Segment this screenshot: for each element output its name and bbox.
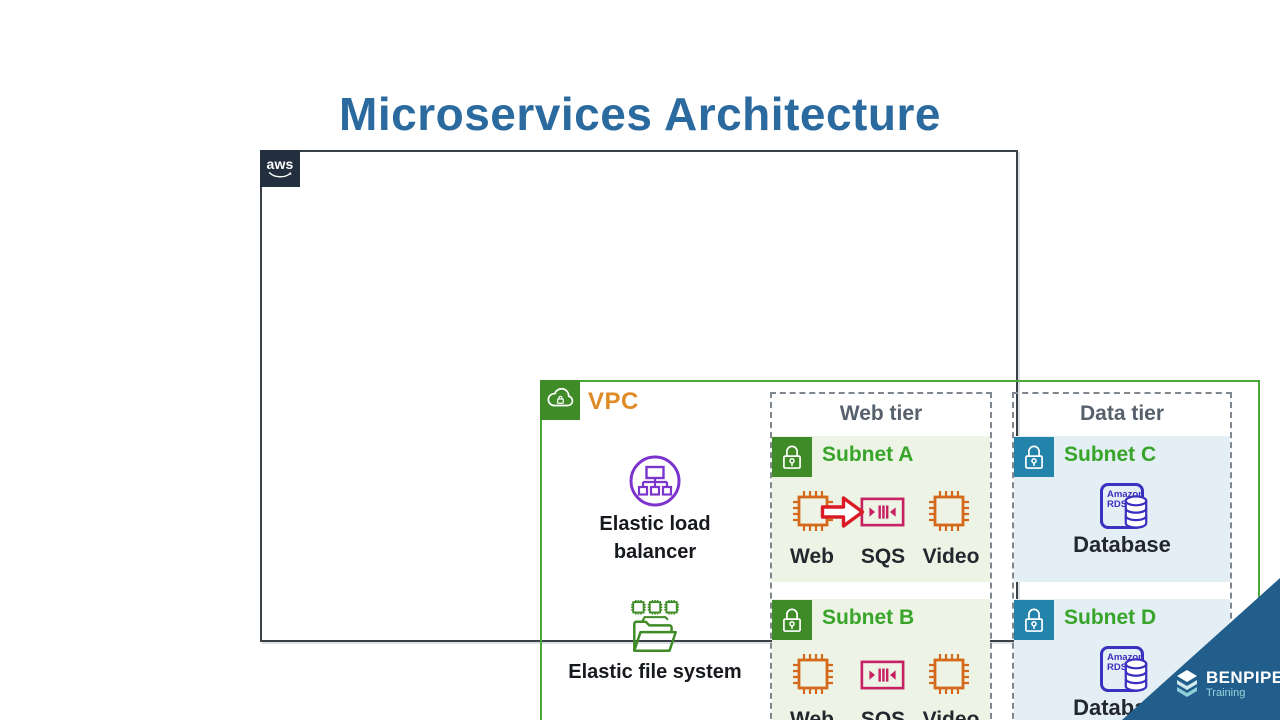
padlock-icon	[1017, 603, 1051, 637]
brand-tagline: Training	[1206, 687, 1246, 699]
database-cylinder-icon	[1123, 495, 1149, 529]
vpc-container: VPC Elastic load balancer Elastic file s…	[540, 380, 1260, 720]
rds-icon-text: Amazon	[1107, 652, 1144, 663]
subnet-lock-icon	[772, 437, 812, 477]
elastic-load-balancer-label: Elastic load balancer	[599, 513, 711, 563]
subnet-lock-icon	[1014, 600, 1054, 640]
padlock-icon	[1017, 440, 1051, 474]
rds-icon-text: Amazon	[1107, 489, 1144, 500]
service-label: Web	[790, 708, 834, 720]
service-label: Web	[790, 545, 834, 568]
subnet-c-name: Subnet C	[1064, 443, 1157, 466]
amazon-rds-icon: Amazon RDS	[1100, 646, 1144, 692]
subnet-b-panel: Subnet B Web SQS Video	[772, 599, 990, 720]
benpiper-chevron-icon	[1174, 670, 1200, 698]
data-tier-label: Data tier	[1079, 402, 1165, 425]
sqs-queue-icon	[860, 497, 905, 527]
cloud-lock-icon	[543, 383, 577, 417]
video-chip-icon	[927, 651, 971, 697]
subnet-a-panel: Subnet A Web SQS Video	[772, 436, 990, 582]
brand-text: BENPIPER Training	[1206, 668, 1280, 700]
web-tier-container: Web tier Subnet A Web SQS Video	[770, 392, 992, 720]
vpc-label: VPC	[588, 388, 639, 415]
service-label: Video	[922, 545, 980, 568]
brand-name: BENPIPER	[1206, 668, 1280, 687]
web-to-sqs-arrow-icon	[819, 493, 866, 531]
subnet-b-name: Subnet B	[822, 606, 915, 629]
aws-logo-text: aws	[266, 156, 294, 172]
database-label: Database	[1073, 532, 1171, 557]
brand-logo: BENPIPER Training	[1174, 669, 1280, 699]
web-tier-label: Web tier	[839, 402, 923, 425]
vpc-icon	[540, 380, 580, 420]
elastic-file-system-label: Elastic file system	[568, 661, 742, 683]
service-label: Video	[922, 708, 980, 720]
amazon-rds-icon: Amazon RDS	[1100, 483, 1144, 529]
elastic-load-balancer-icon	[628, 454, 682, 508]
page-title: Microservices Architecture	[339, 87, 941, 140]
web-chip-icon	[791, 651, 835, 697]
video-chip-icon	[927, 488, 971, 534]
sqs-queue-icon	[860, 660, 905, 690]
elastic-file-system-icon	[626, 599, 684, 657]
padlock-icon	[775, 603, 809, 637]
rds-icon-text: RDS	[1107, 662, 1128, 673]
aws-cloud-container: aws VPC Elastic load balancer Elastic fi…	[260, 150, 1260, 720]
subnet-lock-icon	[1014, 437, 1054, 477]
service-label: SQS	[860, 545, 906, 568]
aws-logo: aws	[260, 150, 300, 187]
subnet-c-panel: Subnet C Amazon RDS Database	[1014, 436, 1230, 582]
subnet-lock-icon	[772, 600, 812, 640]
service-label: SQS	[860, 708, 906, 720]
rds-icon-text: RDS	[1107, 499, 1128, 510]
aws-smile-icon	[268, 171, 292, 179]
database-cylinder-icon	[1123, 658, 1149, 692]
padlock-icon	[775, 440, 809, 474]
subnet-d-name: Subnet D	[1064, 606, 1157, 629]
subnet-a-name: Subnet A	[822, 443, 914, 466]
